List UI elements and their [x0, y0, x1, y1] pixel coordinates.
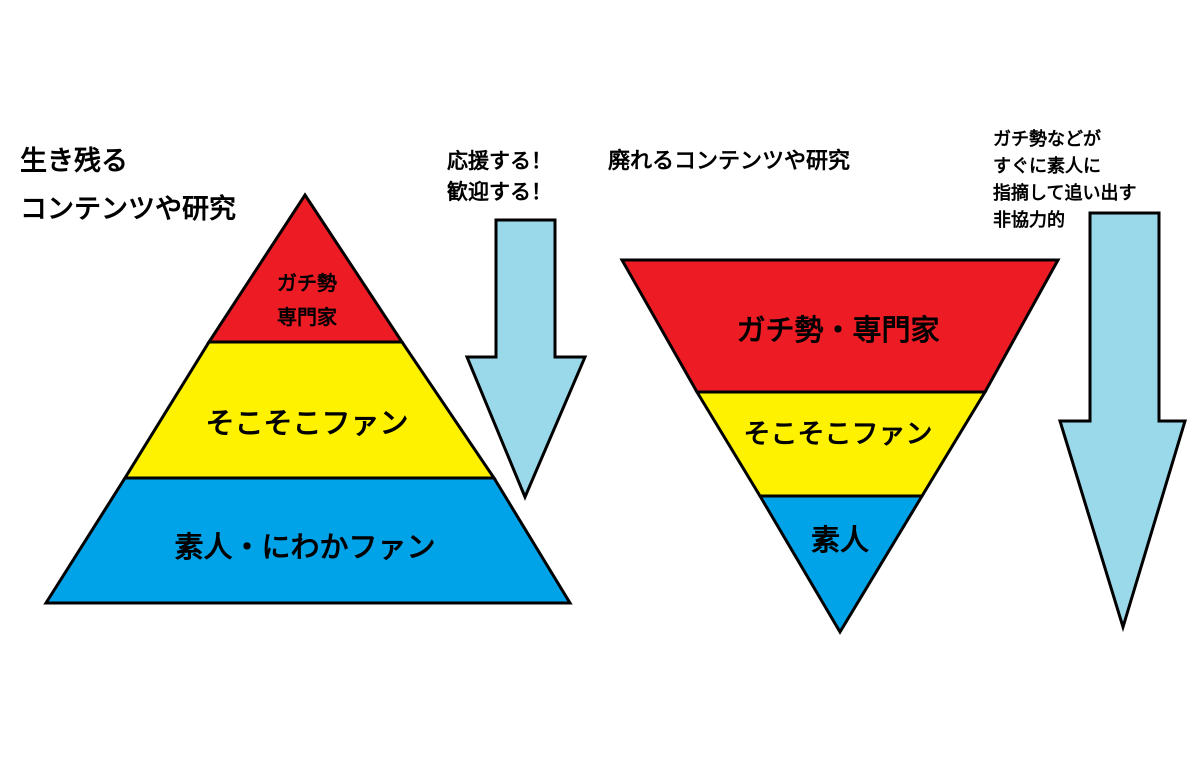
right-tier-top-label: ガチ勢・専門家: [736, 313, 939, 347]
left-title-line-1: 生き残る: [20, 146, 128, 177]
left-pyramid: ガチ勢 専門家 そこそこファン 素人・にわかファン: [43, 192, 573, 605]
left-note-line-2: 歓迎する！: [447, 180, 552, 204]
right-note-line-3: 指摘して追い出す: [993, 182, 1136, 204]
left-tier-bottom: [43, 476, 573, 605]
right-down-arrow: [1057, 211, 1188, 633]
right-note-line-1: ガチ勢などが: [993, 128, 1101, 150]
right-tier-middle-label: そこそこファン: [744, 419, 933, 450]
left-tier-top-label-1: ガチ勢: [277, 271, 337, 295]
left-title-line-2: コンテンツや研究: [20, 193, 236, 225]
left-tier-bottom-label: 素人・にわかファン: [174, 530, 435, 564]
left-tier-middle-label: そこそこファン: [205, 406, 408, 440]
right-tier-bottom-label: 素人: [811, 523, 869, 557]
left-tier-top-label-2: 専門家: [277, 305, 338, 329]
right-note-line-2: すぐに素人に: [993, 156, 1101, 177]
left-note-line-1: 応援する！: [447, 149, 552, 173]
right-note-line-4: 非協力的: [993, 209, 1065, 231]
right-tier-bottom: [757, 494, 925, 635]
right-title-line-1: 廃れるコンテンツや研究: [608, 148, 850, 174]
left-down-arrow: [464, 218, 588, 501]
right-section: 廃れるコンテンツや研究 ガチ勢・専門家 そこそこファン 素人 ガチ勢などが すぐ…: [608, 128, 1188, 635]
left-section: 生き残る コンテンツや研究 ガチ勢 専門家 そこそこファン 素人・にわかファン …: [20, 146, 588, 605]
right-inverted-pyramid: ガチ勢・専門家 そこそこファン 素人: [619, 258, 1061, 635]
